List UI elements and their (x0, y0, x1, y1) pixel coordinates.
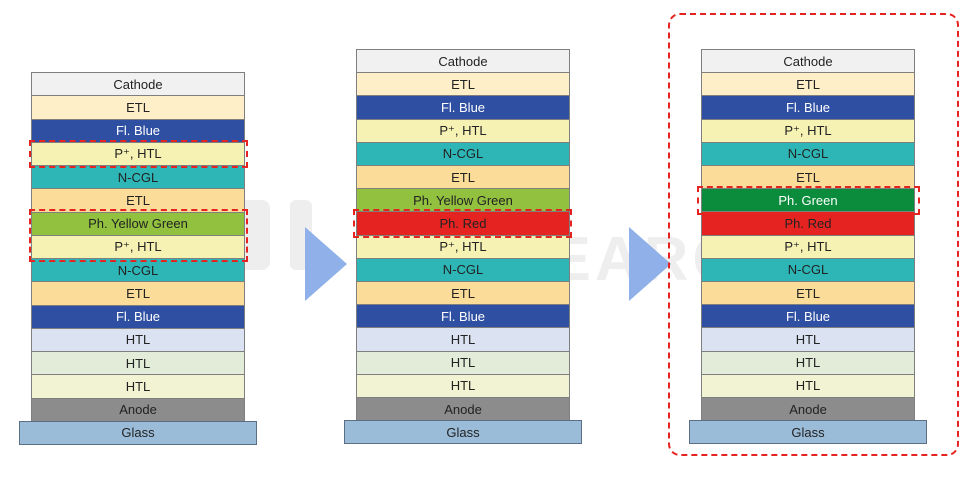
layer-fl-blue: Fl. Blue (356, 95, 570, 120)
layer-etl: ETL (701, 72, 915, 97)
layer-n-cgl: N-CGL (31, 258, 245, 283)
layer-ph-yellow-green: Ph. Yellow Green (31, 211, 245, 236)
layer-cathode: Cathode (31, 72, 245, 97)
layer-anode: Anode (701, 397, 915, 422)
layer-glass: Glass (689, 420, 927, 445)
layer-etl: ETL (701, 281, 915, 306)
layer-anode: Anode (356, 397, 570, 422)
layer-fl-blue: Fl. Blue (701, 304, 915, 329)
layer-etl: ETL (356, 72, 570, 97)
layer-glass: Glass (344, 420, 582, 445)
layer-p-htl: P⁺, HTL (356, 234, 570, 259)
layer-htl: HTL (31, 327, 245, 352)
layer-fl-blue: Fl. Blue (701, 95, 915, 120)
layer-n-cgl: N-CGL (356, 141, 570, 166)
layer-etl: ETL (31, 281, 245, 306)
layer-ph-red: Ph. Red (701, 211, 915, 236)
layer-fl-blue: Fl. Blue (356, 304, 570, 329)
layer-ph-red: Ph. Red (356, 211, 570, 236)
layer-p-htl: P⁺, HTL (31, 141, 245, 166)
layer-n-cgl: N-CGL (356, 257, 570, 282)
layer-anode: Anode (31, 397, 245, 422)
arrow-right-icon (629, 227, 671, 301)
layer-p-htl: P⁺, HTL (356, 118, 570, 143)
arrow-right-icon (305, 227, 347, 301)
layer-cathode: Cathode (701, 49, 915, 74)
layer-etl: ETL (31, 188, 245, 213)
layer-p-htl: P⁺, HTL (701, 118, 915, 143)
layer-etl: ETL (701, 165, 915, 190)
layer-htl: HTL (31, 351, 245, 376)
layer-ph-green: Ph. Green (701, 188, 915, 213)
layer-cathode: Cathode (356, 49, 570, 74)
layer-htl: HTL (31, 374, 245, 399)
layer-n-cgl: N-CGL (701, 257, 915, 282)
layer-htl: HTL (356, 327, 570, 352)
layer-p-htl: P⁺, HTL (701, 234, 915, 259)
layer-etl: ETL (356, 165, 570, 190)
layer-htl: HTL (701, 350, 915, 375)
layer-htl: HTL (356, 350, 570, 375)
layer-htl: HTL (701, 327, 915, 352)
layer-p-htl: P⁺, HTL (31, 234, 245, 259)
final-structure-frame (668, 13, 959, 456)
layer-htl: HTL (701, 373, 915, 398)
layer-ph-yellow-green: Ph. Yellow Green (356, 188, 570, 213)
layer-fl-blue: Fl. Blue (31, 304, 245, 329)
layer-fl-blue: Fl. Blue (31, 118, 245, 143)
layer-htl: HTL (356, 373, 570, 398)
layer-etl: ETL (356, 281, 570, 306)
layer-n-cgl: N-CGL (701, 141, 915, 166)
layer-glass: Glass (19, 420, 257, 445)
layer-n-cgl: N-CGL (31, 165, 245, 190)
layer-etl: ETL (31, 95, 245, 120)
